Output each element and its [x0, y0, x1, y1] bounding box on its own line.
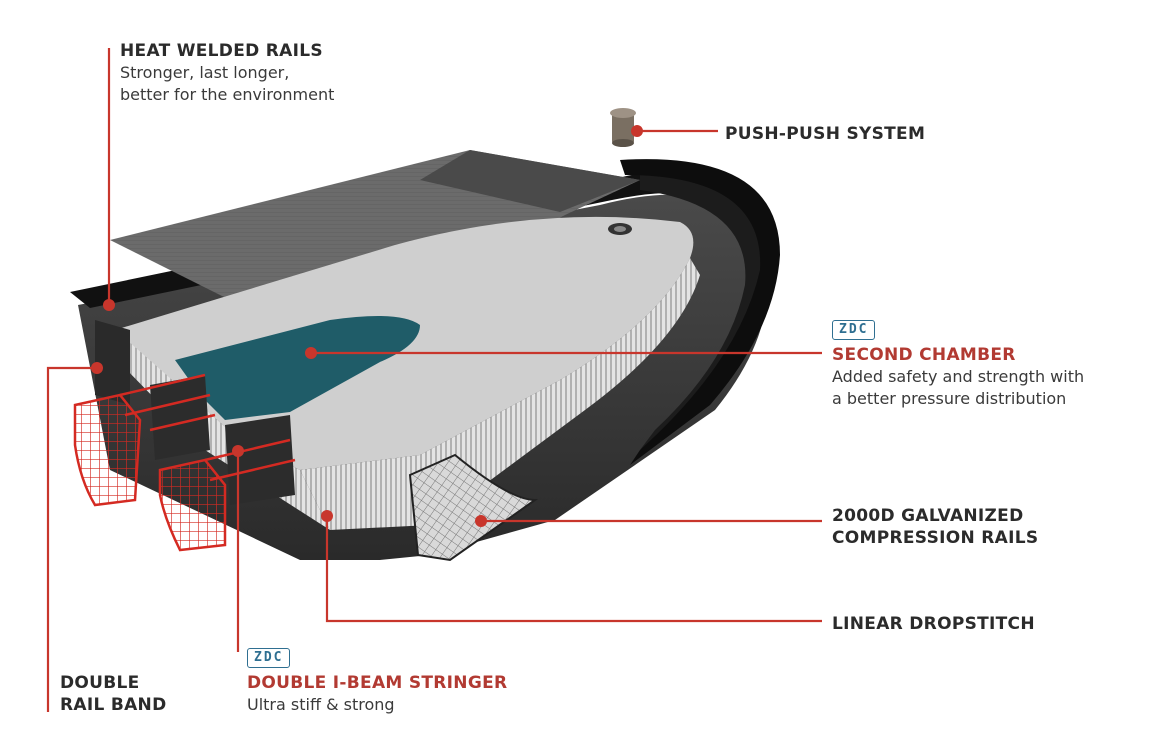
callout-second-chamber: ZDC SECOND CHAMBER Added safety and stre…: [832, 318, 1084, 410]
callout-double-i-beam-stringer: ZDC DOUBLE I-BEAM STRINGER Ultra stiff &…: [247, 646, 507, 716]
leader-dots: [91, 125, 643, 527]
callout-compression-rails: 2000D GALVANIZED COMPRESSION RAILS: [832, 505, 1038, 549]
compression-rails-title-1: 2000D GALVANIZED: [832, 506, 1024, 526]
stringer-title: DOUBLE I-BEAM STRINGER: [247, 673, 508, 693]
dropstitch-title: LINEAR DROPSTITCH: [832, 614, 1035, 634]
deck-pad-front: [420, 150, 640, 212]
curved-rail-2: [620, 159, 780, 465]
leader-lines: [46, 48, 822, 712]
rail-band-cage-left: [73, 393, 142, 507]
push-push-valve: [610, 108, 636, 147]
push-push-title: PUSH-PUSH SYSTEM: [725, 124, 926, 144]
callout-push-push-system: PUSH-PUSH SYSTEM: [725, 123, 925, 145]
second-chamber-teal: [175, 316, 420, 420]
second-chamber-title: SECOND CHAMBER: [832, 345, 1016, 365]
heat-welded-line-1: Stronger, last longer,: [120, 63, 290, 82]
stringer-block-1: [150, 375, 210, 460]
stringer-line-1: Ultra stiff & strong: [247, 695, 395, 714]
second-chamber-line-2: a better pressure distribution: [832, 389, 1067, 408]
rail-band-cage-right: [158, 458, 227, 552]
callout-linear-dropstitch: LINEAR DROPSTITCH: [832, 613, 1035, 635]
zdc-badge-second-chamber: ZDC: [832, 320, 876, 340]
zdc-badge-stringer: ZDC: [247, 648, 291, 668]
i-beam-lines: [119, 373, 296, 482]
stringer-block-2: [225, 415, 295, 505]
heat-welded-line-2: better for the environment: [120, 85, 335, 104]
rail-band-title-2: RAIL BAND: [60, 695, 167, 715]
second-chamber-line-1: Added safety and strength with: [832, 367, 1085, 386]
compression-rails-title-2: COMPRESSION RAILS: [832, 528, 1039, 548]
dropstitch-wall: [300, 258, 700, 530]
rail-band-block-1: [95, 320, 130, 405]
heat-welded-title: HEAT WELDED RAILS: [120, 41, 323, 61]
callout-double-rail-band: DOUBLE RAIL BAND: [60, 672, 166, 716]
callout-heat-welded-rails: HEAT WELDED RAILS Stronger, last longer,…: [120, 40, 334, 106]
rail-band-title-1: DOUBLE: [60, 673, 140, 693]
